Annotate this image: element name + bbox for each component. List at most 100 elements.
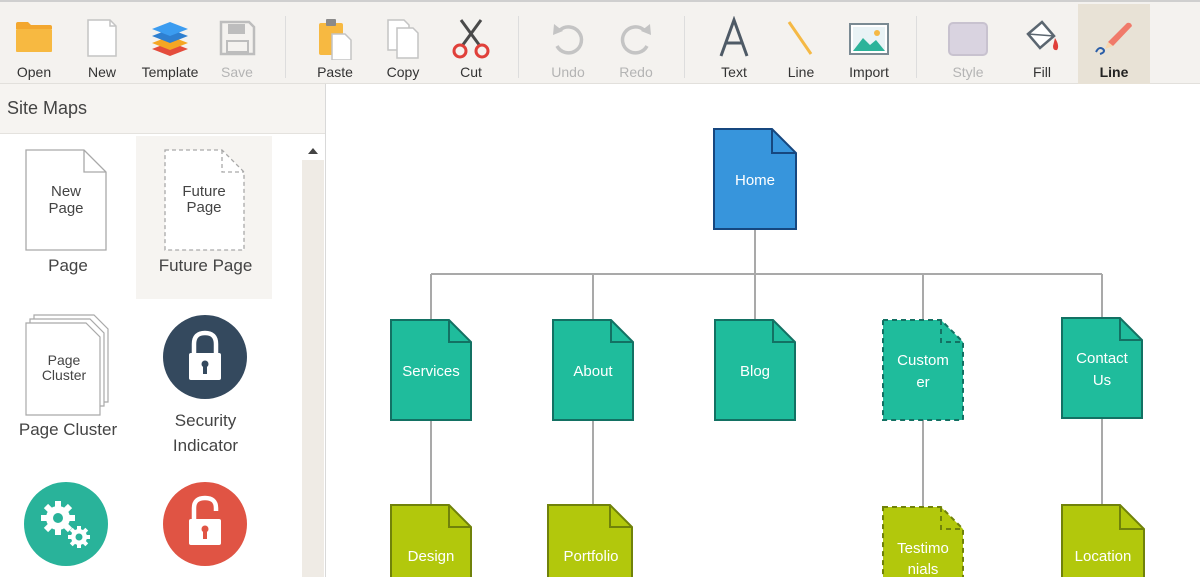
shape-page[interactable]: New Page Page	[0, 136, 136, 299]
scrollbar-thumb[interactable]	[302, 160, 324, 577]
toolbar-divider	[684, 16, 685, 78]
copy-label: Copy	[386, 64, 420, 80]
node-design-label: Design	[408, 548, 455, 565]
node-contact-label-line-1: Contact	[1076, 350, 1129, 367]
node-design[interactable]: Design	[390, 504, 472, 577]
redo-icon	[620, 24, 651, 55]
text-label: Text	[721, 64, 747, 80]
node-portfolio[interactable]: Portfolio	[547, 504, 633, 577]
scissors-icon	[452, 19, 490, 59]
fill-button[interactable]: Fill	[1009, 4, 1075, 84]
cut-button[interactable]: Cut	[438, 4, 504, 84]
toolbar: Open New Template Save Paste	[0, 0, 1200, 84]
toolbar-divider	[518, 16, 519, 78]
fill-label: Fill	[1033, 64, 1051, 80]
pencil-icon	[1095, 22, 1132, 55]
open-label: Open	[16, 64, 52, 80]
page-shape-line-2: Page	[48, 200, 83, 217]
undo-button[interactable]: Undo	[535, 4, 601, 84]
gears-icon	[24, 482, 108, 566]
cluster-shape-line-1: Page	[48, 352, 81, 368]
node-location-label: Location	[1075, 548, 1132, 565]
new-button[interactable]: New	[69, 4, 135, 84]
security-caption-line-2: Indicator	[172, 436, 239, 455]
folder-icon	[16, 22, 52, 52]
node-customer-label-line-1: Custom	[897, 352, 949, 369]
connector-lines	[430, 229, 1103, 507]
shape-security-indicator[interactable]: Security Indicator	[136, 306, 275, 466]
line-shape-button[interactable]: Line	[768, 4, 834, 84]
save-button[interactable]: Save	[204, 4, 270, 84]
text-tool-button[interactable]: Text	[701, 4, 767, 84]
toolbar-divider	[285, 16, 286, 78]
shape-page-cluster[interactable]: Page Cluster Page Cluster	[0, 306, 136, 446]
page-cluster-caption: Page Cluster	[18, 420, 118, 439]
node-portfolio-label: Portfolio	[563, 548, 618, 565]
sidebar-scrollbar[interactable]	[302, 136, 324, 577]
line-label: Line	[787, 64, 815, 80]
future-shape-line-2: Page	[186, 199, 221, 216]
line-tool-button[interactable]: Line	[1078, 4, 1150, 84]
future-shape-line-1: Future	[182, 183, 225, 200]
shape-security-unlocked[interactable]	[136, 474, 275, 577]
node-home[interactable]: Home	[713, 128, 797, 230]
node-blog-label: Blog	[740, 363, 770, 380]
new-label: New	[87, 64, 116, 80]
new-document-icon	[87, 19, 117, 57]
import-button[interactable]: Import	[836, 4, 902, 84]
node-testimonials-label-line-1: Testimo	[897, 540, 949, 557]
copy-button[interactable]: Copy	[370, 4, 436, 84]
node-services[interactable]: Services	[390, 319, 472, 421]
security-caption-line-1: Security	[174, 411, 237, 430]
library-title[interactable]: Site Maps	[0, 84, 325, 134]
node-location[interactable]: Location	[1061, 504, 1145, 577]
scroll-up-arrow-icon[interactable]	[302, 140, 324, 160]
template-button[interactable]: Template	[137, 4, 203, 84]
template-label: Template	[141, 64, 199, 80]
line-tool-label: Line	[1099, 64, 1129, 80]
node-contact-us[interactable]: Contact Us	[1061, 317, 1143, 419]
style-swatch-icon	[948, 22, 988, 56]
node-customer-label-line-2: er	[916, 374, 929, 391]
shape-settings[interactable]	[0, 474, 136, 577]
cluster-shape-line-2: Cluster	[42, 367, 87, 383]
text-icon	[719, 16, 749, 57]
node-blog[interactable]: Blog	[714, 319, 796, 421]
floppy-disk-icon	[219, 20, 256, 56]
diagram-canvas[interactable]: Home Services About Blog Custom er	[326, 84, 1200, 577]
open-button[interactable]: Open	[1, 4, 67, 84]
cut-label: Cut	[460, 64, 482, 80]
node-about-label: About	[573, 363, 613, 380]
layers-icon	[152, 22, 188, 56]
node-services-label: Services	[402, 363, 460, 380]
paint-bucket-icon	[1026, 20, 1059, 51]
node-testimonials[interactable]: Testimo nials	[882, 506, 964, 577]
save-label: Save	[221, 64, 253, 80]
style-button[interactable]: Style	[935, 4, 1001, 84]
shape-library-sidebar: Site Maps New Page Page Future Page Futu…	[0, 84, 326, 577]
style-label: Style	[952, 64, 984, 80]
sitemap-diagram: Home Services About Blog Custom er	[390, 128, 1145, 577]
import-label: Import	[849, 64, 889, 80]
unlocked-padlock-icon	[163, 482, 247, 566]
node-about[interactable]: About	[552, 319, 634, 421]
page-shape-line-1: New	[51, 183, 81, 200]
page-caption: Page	[48, 256, 88, 275]
redo-label: Redo	[619, 64, 653, 80]
paste-label: Paste	[317, 64, 353, 80]
redo-button[interactable]: Redo	[603, 4, 669, 84]
line-icon	[787, 21, 813, 55]
page-shape-icon: New Page	[25, 149, 107, 251]
node-contact-label-line-2: Us	[1093, 372, 1111, 389]
locked-padlock-icon	[163, 315, 247, 399]
future-page-shape-icon: Future Page	[164, 149, 245, 251]
node-testimonials-label-line-2: nials	[908, 561, 939, 577]
copy-icon	[387, 19, 419, 59]
node-home-label: Home	[735, 172, 775, 189]
node-customer[interactable]: Custom er	[882, 319, 964, 421]
undo-label: Undo	[551, 64, 585, 80]
undo-icon	[553, 24, 584, 55]
shape-future-page[interactable]: Future Page Future Page	[136, 136, 272, 299]
paste-button[interactable]: Paste	[302, 4, 368, 84]
future-page-caption: Future Page	[158, 256, 253, 275]
